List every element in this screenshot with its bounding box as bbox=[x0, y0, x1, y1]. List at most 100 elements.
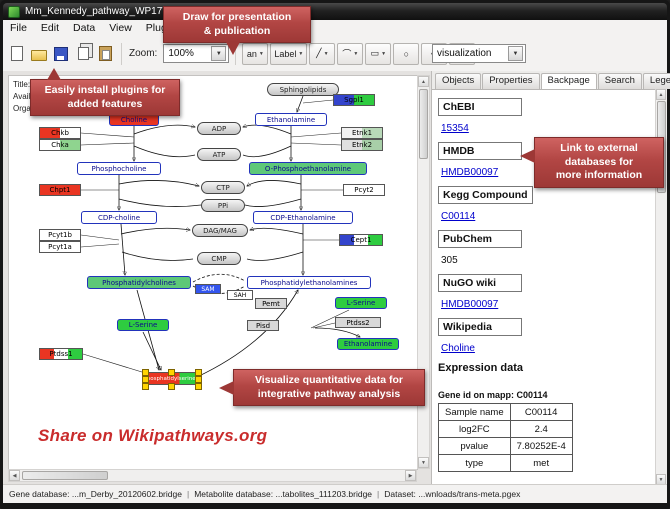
scroll-left-icon[interactable]: ◀ bbox=[9, 470, 20, 481]
pathway-edges bbox=[80, 95, 417, 378]
side-panel: ObjectsPropertiesBackpageSearchLegend Ch… bbox=[431, 71, 670, 485]
node-ethanolamine-bottom[interactable]: Ethanolamine bbox=[337, 338, 399, 350]
callout-draw-presentation: Draw for presentation & publication bbox=[163, 6, 311, 56]
menu-item-edit[interactable]: Edit bbox=[40, 22, 60, 34]
database-value: 305 bbox=[441, 255, 458, 266]
save-icon bbox=[54, 46, 68, 61]
node-chka[interactable]: Chka bbox=[39, 139, 81, 151]
node-pcyt2[interactable]: Pcyt2 bbox=[343, 184, 385, 196]
label-tool-button[interactable]: Label▼ bbox=[270, 42, 308, 65]
chevron-down-icon: ▼ bbox=[258, 50, 264, 57]
scrollbar-thumb[interactable] bbox=[419, 89, 428, 159]
node-cdp-ethanolamine[interactable]: CDP-Ethanolamine bbox=[253, 211, 353, 224]
node-cept1[interactable]: Cept1 bbox=[339, 234, 383, 246]
database-link[interactable]: C00114 bbox=[441, 211, 476, 222]
scrollbar-thumb[interactable] bbox=[22, 471, 108, 480]
node-chpt1[interactable]: Chpt1 bbox=[39, 184, 81, 196]
node-phosphatidylethanolamines[interactable]: Phosphatidylethanolamines bbox=[247, 276, 371, 289]
arc-tool-button[interactable]: ⌒▼ bbox=[337, 42, 364, 65]
copy-icon bbox=[77, 47, 89, 60]
node-l-serine-right[interactable]: L-Serine bbox=[335, 297, 387, 309]
selection-handle[interactable] bbox=[142, 383, 149, 390]
scroll-right-icon[interactable]: ▶ bbox=[405, 470, 416, 481]
node-adp[interactable]: ADP bbox=[197, 122, 241, 135]
copy-button[interactable] bbox=[73, 44, 93, 64]
line-tool-button[interactable]: ╱▼ bbox=[309, 42, 336, 65]
node-pcyt1b[interactable]: Pcyt1b bbox=[39, 229, 81, 241]
node-etnk1[interactable]: Etnk1 bbox=[341, 127, 383, 139]
database-link[interactable]: Choline bbox=[441, 343, 475, 354]
node-cdp-choline[interactable]: CDP-choline bbox=[81, 211, 157, 224]
node-ptdss2[interactable]: Ptdss2 bbox=[335, 317, 381, 328]
scroll-down-icon[interactable]: ▼ bbox=[418, 457, 429, 468]
node-sgpl1[interactable]: Sgpl1 bbox=[333, 94, 375, 106]
menu-item-file[interactable]: File bbox=[10, 22, 27, 34]
ellipse-tool-button[interactable]: ○ bbox=[393, 42, 420, 65]
node-ctp[interactable]: CTP bbox=[201, 181, 245, 194]
chevron-down-icon[interactable]: ▼ bbox=[211, 46, 227, 61]
node-ethanolamine[interactable]: Ethanolamine bbox=[255, 113, 327, 126]
menu-item-view[interactable]: View bbox=[109, 22, 132, 34]
scroll-up-icon[interactable]: ▲ bbox=[418, 76, 429, 87]
node-pemt[interactable]: Pemt bbox=[255, 298, 287, 309]
chevron-down-icon[interactable]: ▼ bbox=[508, 46, 523, 61]
tab-properties[interactable]: Properties bbox=[482, 73, 540, 89]
arc-tool-label: ⌒ bbox=[342, 49, 352, 59]
tab-legend[interactable]: Legend bbox=[642, 73, 670, 89]
node-sphingolipids[interactable]: Sphingolipids bbox=[267, 83, 339, 96]
selection-handle[interactable] bbox=[168, 383, 175, 390]
node-ptdss1[interactable]: Ptdss1 bbox=[39, 348, 83, 360]
node-sah[interactable]: SAH bbox=[227, 290, 253, 300]
paste-button[interactable] bbox=[95, 44, 115, 64]
database-link[interactable]: HMDB00097 bbox=[441, 299, 499, 310]
ellipse-tool-label: ○ bbox=[403, 48, 410, 59]
database-header: HMDB bbox=[438, 142, 522, 160]
canvas-meta-text: Avail bbox=[13, 92, 31, 101]
selection-handle[interactable] bbox=[195, 383, 202, 390]
selection-handle[interactable] bbox=[195, 375, 202, 383]
visualization-combobox[interactable]: visualization ▼ bbox=[432, 44, 526, 63]
save-button[interactable] bbox=[51, 44, 71, 64]
zoom-combobox[interactable]: 100% ▼ bbox=[163, 44, 230, 63]
node-ppi[interactable]: PPi bbox=[201, 199, 245, 212]
database-link[interactable]: HMDB00097 bbox=[441, 167, 499, 178]
node-o-phosphoethanolamine[interactable]: O-Phosphoethanolamine bbox=[249, 162, 367, 175]
selection-handle[interactable] bbox=[142, 375, 149, 383]
chevron-down-icon: ▼ bbox=[298, 50, 304, 57]
open-folder-button[interactable] bbox=[29, 44, 49, 64]
label-tool-label: Label bbox=[274, 48, 297, 59]
node-l-serine-left[interactable]: L-Serine bbox=[117, 319, 169, 331]
tab-search[interactable]: Search bbox=[597, 73, 642, 89]
callout-external-databases: Link to external databases for more info… bbox=[520, 137, 664, 188]
tab-objects[interactable]: Objects bbox=[435, 73, 482, 89]
canvas-horizontal-scrollbar[interactable]: ◀ ▶ bbox=[8, 469, 417, 482]
canvas-vertical-scrollbar[interactable]: ▲ ▼ bbox=[417, 75, 430, 469]
menu-item-data[interactable]: Data bbox=[73, 22, 96, 34]
database-header: Wikipedia bbox=[438, 318, 522, 336]
node-etnk2[interactable]: Etnk2 bbox=[341, 139, 383, 151]
node-phosphatidylcholines[interactable]: Phosphatidylcholines bbox=[87, 276, 191, 289]
database-link[interactable]: 15354 bbox=[441, 123, 469, 134]
node-chkb[interactable]: Chkb bbox=[39, 127, 81, 139]
tab-backpage[interactable]: Backpage bbox=[540, 73, 597, 89]
new-file-button[interactable] bbox=[7, 44, 27, 64]
node-sam[interactable]: SAM bbox=[195, 284, 221, 294]
node-atp[interactable]: ATP bbox=[197, 148, 241, 161]
node-dag-mag[interactable]: DAG/MAG bbox=[192, 224, 248, 237]
node-pisd[interactable]: Pisd bbox=[247, 320, 279, 331]
selection-handle[interactable] bbox=[168, 369, 175, 376]
shape-tool-button[interactable]: ▭▼ bbox=[365, 42, 392, 65]
node-pcyt1a[interactable]: Pcyt1a bbox=[39, 241, 81, 253]
titlebar[interactable]: Mm_Kennedy_pathway_WP1771_45176.gpml bbox=[3, 3, 667, 20]
datanode-tool-button[interactable]: an▼ bbox=[242, 42, 269, 65]
node-cmp[interactable]: CMP bbox=[197, 252, 241, 265]
node-phosphocholine[interactable]: Phosphocholine bbox=[77, 162, 161, 175]
status-separator: | bbox=[377, 489, 380, 499]
scroll-up-icon[interactable]: ▲ bbox=[656, 89, 666, 100]
